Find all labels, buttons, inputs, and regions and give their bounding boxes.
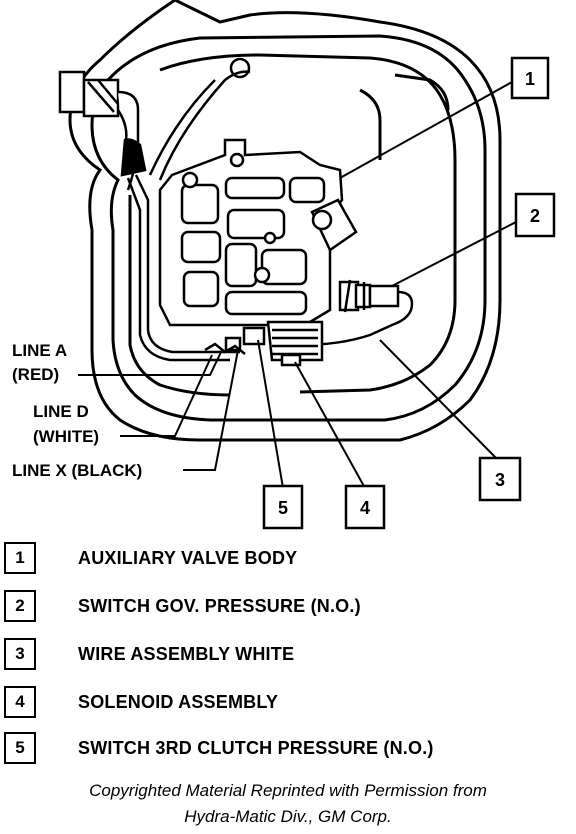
callout-5: 5 <box>262 484 304 530</box>
copyright-line-2: Hydra-Matic Div., GM Corp. <box>184 807 392 826</box>
callout-5-number: 5 <box>278 498 288 518</box>
legend-number: 2 <box>4 590 36 622</box>
governor-pressure-switch <box>299 279 414 347</box>
line-a-color-label: (RED) <box>12 365 59 384</box>
third-clutch-pressure-switch <box>204 326 266 355</box>
legend-item: 2 SWITCH GOV. PRESSURE (N.O.) <box>4 588 361 624</box>
leader-lines <box>78 81 517 489</box>
callout-2: 2 <box>514 192 556 238</box>
legend-item: 4 SOLENOID ASSEMBLY <box>4 684 278 720</box>
line-x-label: LINE X (BLACK) <box>12 461 142 480</box>
legend-number: 5 <box>4 732 36 764</box>
callout-2-number: 2 <box>530 206 540 226</box>
legend-number: 3 <box>4 638 36 670</box>
legend-text: WIRE ASSEMBLY WHITE <box>78 643 295 664</box>
legend-text: SWITCH GOV. PRESSURE (N.O.) <box>78 595 361 616</box>
callout-3: 3 <box>478 456 522 502</box>
valve-body-diagram: 1 2 3 4 5 LINE A (RED) LINE D (WHITE) LI… <box>12 0 556 530</box>
copyright-notice: Copyrighted Material Reprinted with Perm… <box>0 778 576 830</box>
legend-text: SWITCH 3RD CLUTCH PRESSURE (N.O.) <box>78 737 434 758</box>
legend-number: 4 <box>4 686 36 718</box>
line-d-label: LINE D <box>33 402 89 421</box>
callout-1: 1 <box>510 56 550 100</box>
legend-item: 5 SWITCH 3RD CLUTCH PRESSURE (N.O.) <box>4 730 434 766</box>
legend-text: SOLENOID ASSEMBLY <box>78 691 279 712</box>
copyright-line-1: Copyrighted Material Reprinted with Perm… <box>89 781 487 800</box>
wire-harness <box>126 70 251 362</box>
wire-harness-connector <box>58 70 147 191</box>
line-d-color-label: (WHITE) <box>33 427 99 446</box>
callout-4: 4 <box>344 484 386 530</box>
callout-4-number: 4 <box>360 498 370 518</box>
auxiliary-valve-body <box>158 57 358 327</box>
legend-item: 3 WIRE ASSEMBLY WHITE <box>4 636 294 672</box>
line-a-label: LINE A <box>12 341 67 360</box>
legend-number: 1 <box>4 542 36 574</box>
legend-item: 1 AUXILIARY VALVE BODY <box>4 540 297 576</box>
solenoid-assembly <box>266 320 324 367</box>
callout-1-number: 1 <box>525 69 535 89</box>
legend-text: AUXILIARY VALVE BODY <box>78 547 298 568</box>
callout-3-number: 3 <box>495 470 505 490</box>
